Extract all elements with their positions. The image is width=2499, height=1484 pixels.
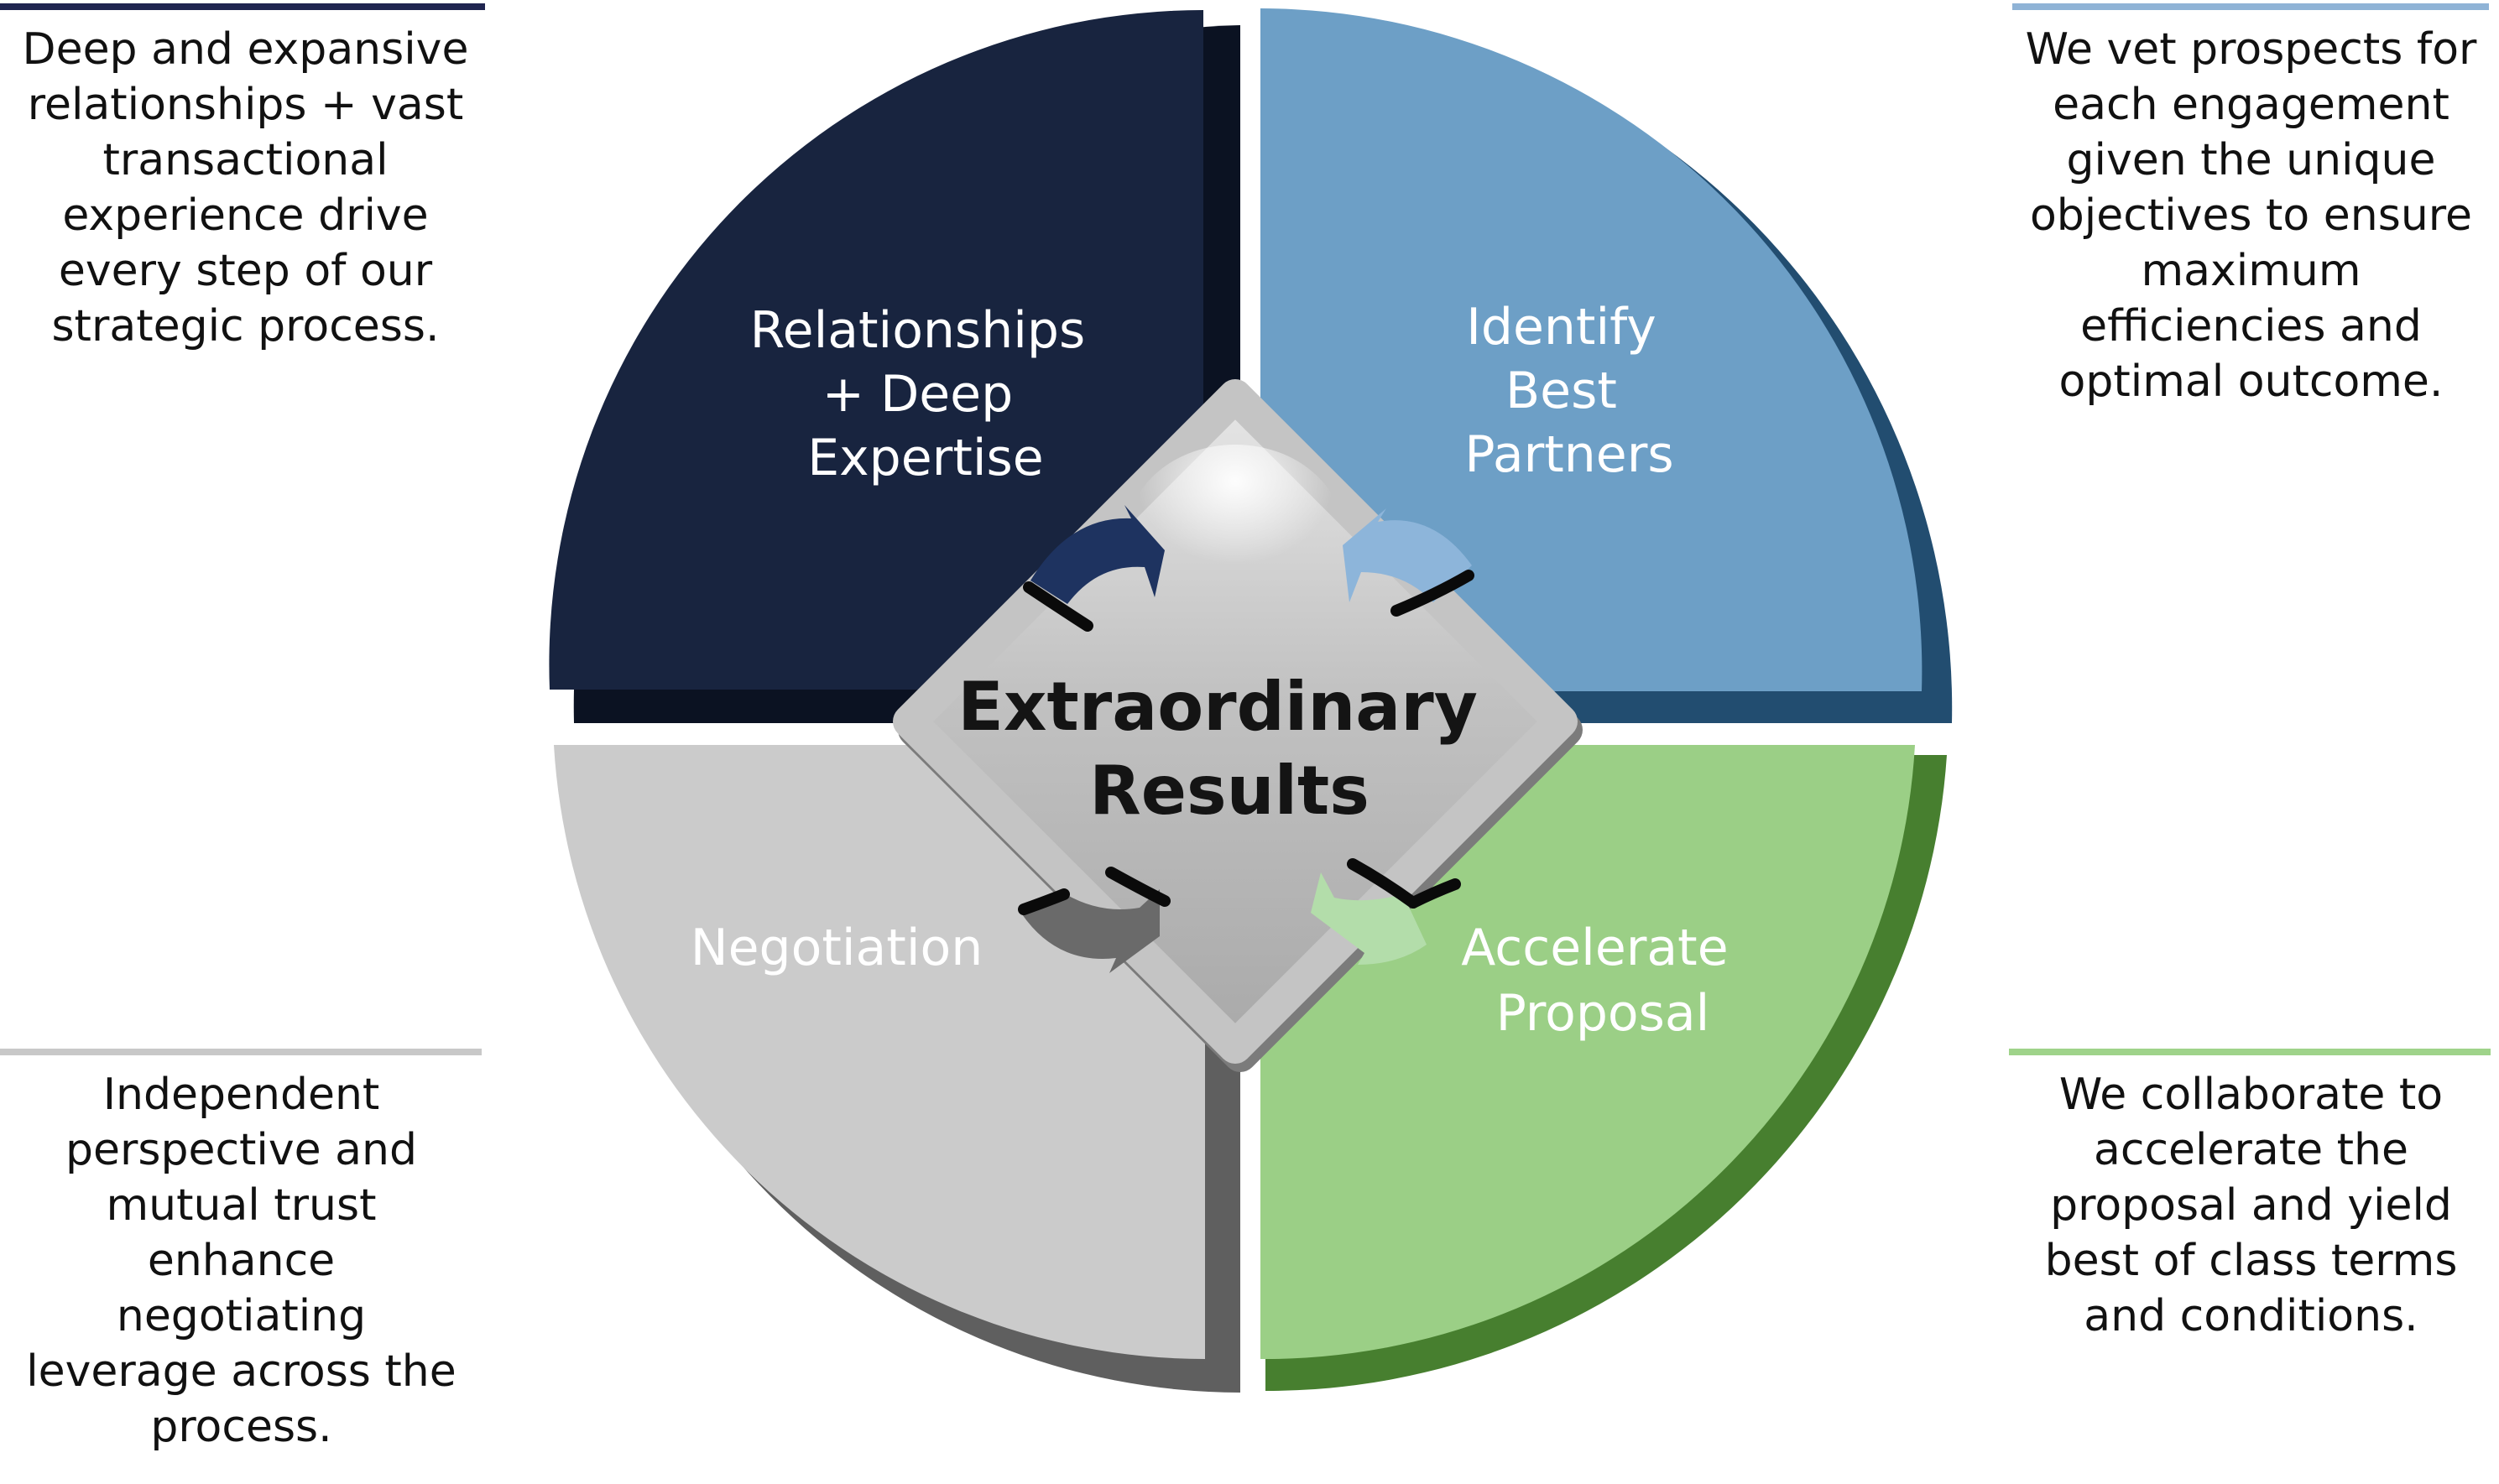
quadrant-top-right-shape	[1260, 8, 1923, 691]
center-title-line-2: Results	[1089, 752, 1369, 830]
label-accelerate-line-2: Proposal	[1496, 984, 1710, 1043]
center-title: Extraordinary Results	[957, 668, 1500, 830]
caption-top-left: Deep and expansive relationships + vast …	[22, 24, 469, 351]
caption-bottom-left: Independent perspective and mutual trust…	[26, 1070, 456, 1452]
caption-rule-bottom-left	[0, 1049, 482, 1055]
label-relationships-line-2: + Deep	[822, 365, 1013, 424]
label-identify-line-3: Partners	[1464, 425, 1673, 484]
caption-rule-top-right	[2012, 3, 2489, 10]
label-relationships: Relationships + Deep Expertise	[750, 301, 1102, 487]
label-accelerate-line-1: Accelerate	[1461, 919, 1728, 977]
label-relationships-line-3: Expertise	[807, 429, 1043, 487]
arrow-bottom-left-icon	[1018, 867, 1171, 973]
label-negotiation: Negotiation	[691, 919, 983, 977]
label-accelerate: Accelerate Proposal	[1461, 919, 1744, 1043]
caption-top-right: We vet prospects for each engagement giv…	[2025, 24, 2477, 407]
caption-rule-top-left	[0, 3, 485, 10]
caption-rule-bottom-right	[2009, 1049, 2491, 1055]
arrow-top-left-icon	[1023, 505, 1165, 632]
label-relationships-line-1: Relationships	[750, 301, 1086, 360]
label-negotiation-line-1: Negotiation	[691, 919, 983, 977]
center-title-line-1: Extraordinary	[957, 668, 1478, 746]
arrow-top-right-icon	[1343, 508, 1474, 617]
label-identify-line-1: Identify	[1466, 298, 1656, 357]
label-identify: Identify Best Partners	[1464, 298, 1673, 484]
label-identify-line-2: Best	[1505, 362, 1617, 420]
arrow-bottom-right-icon	[1311, 858, 1461, 965]
quadrant-top-left-shape	[549, 10, 1203, 690]
caption-bottom-right: We collaborate to accelerate the proposa…	[2044, 1070, 2458, 1341]
